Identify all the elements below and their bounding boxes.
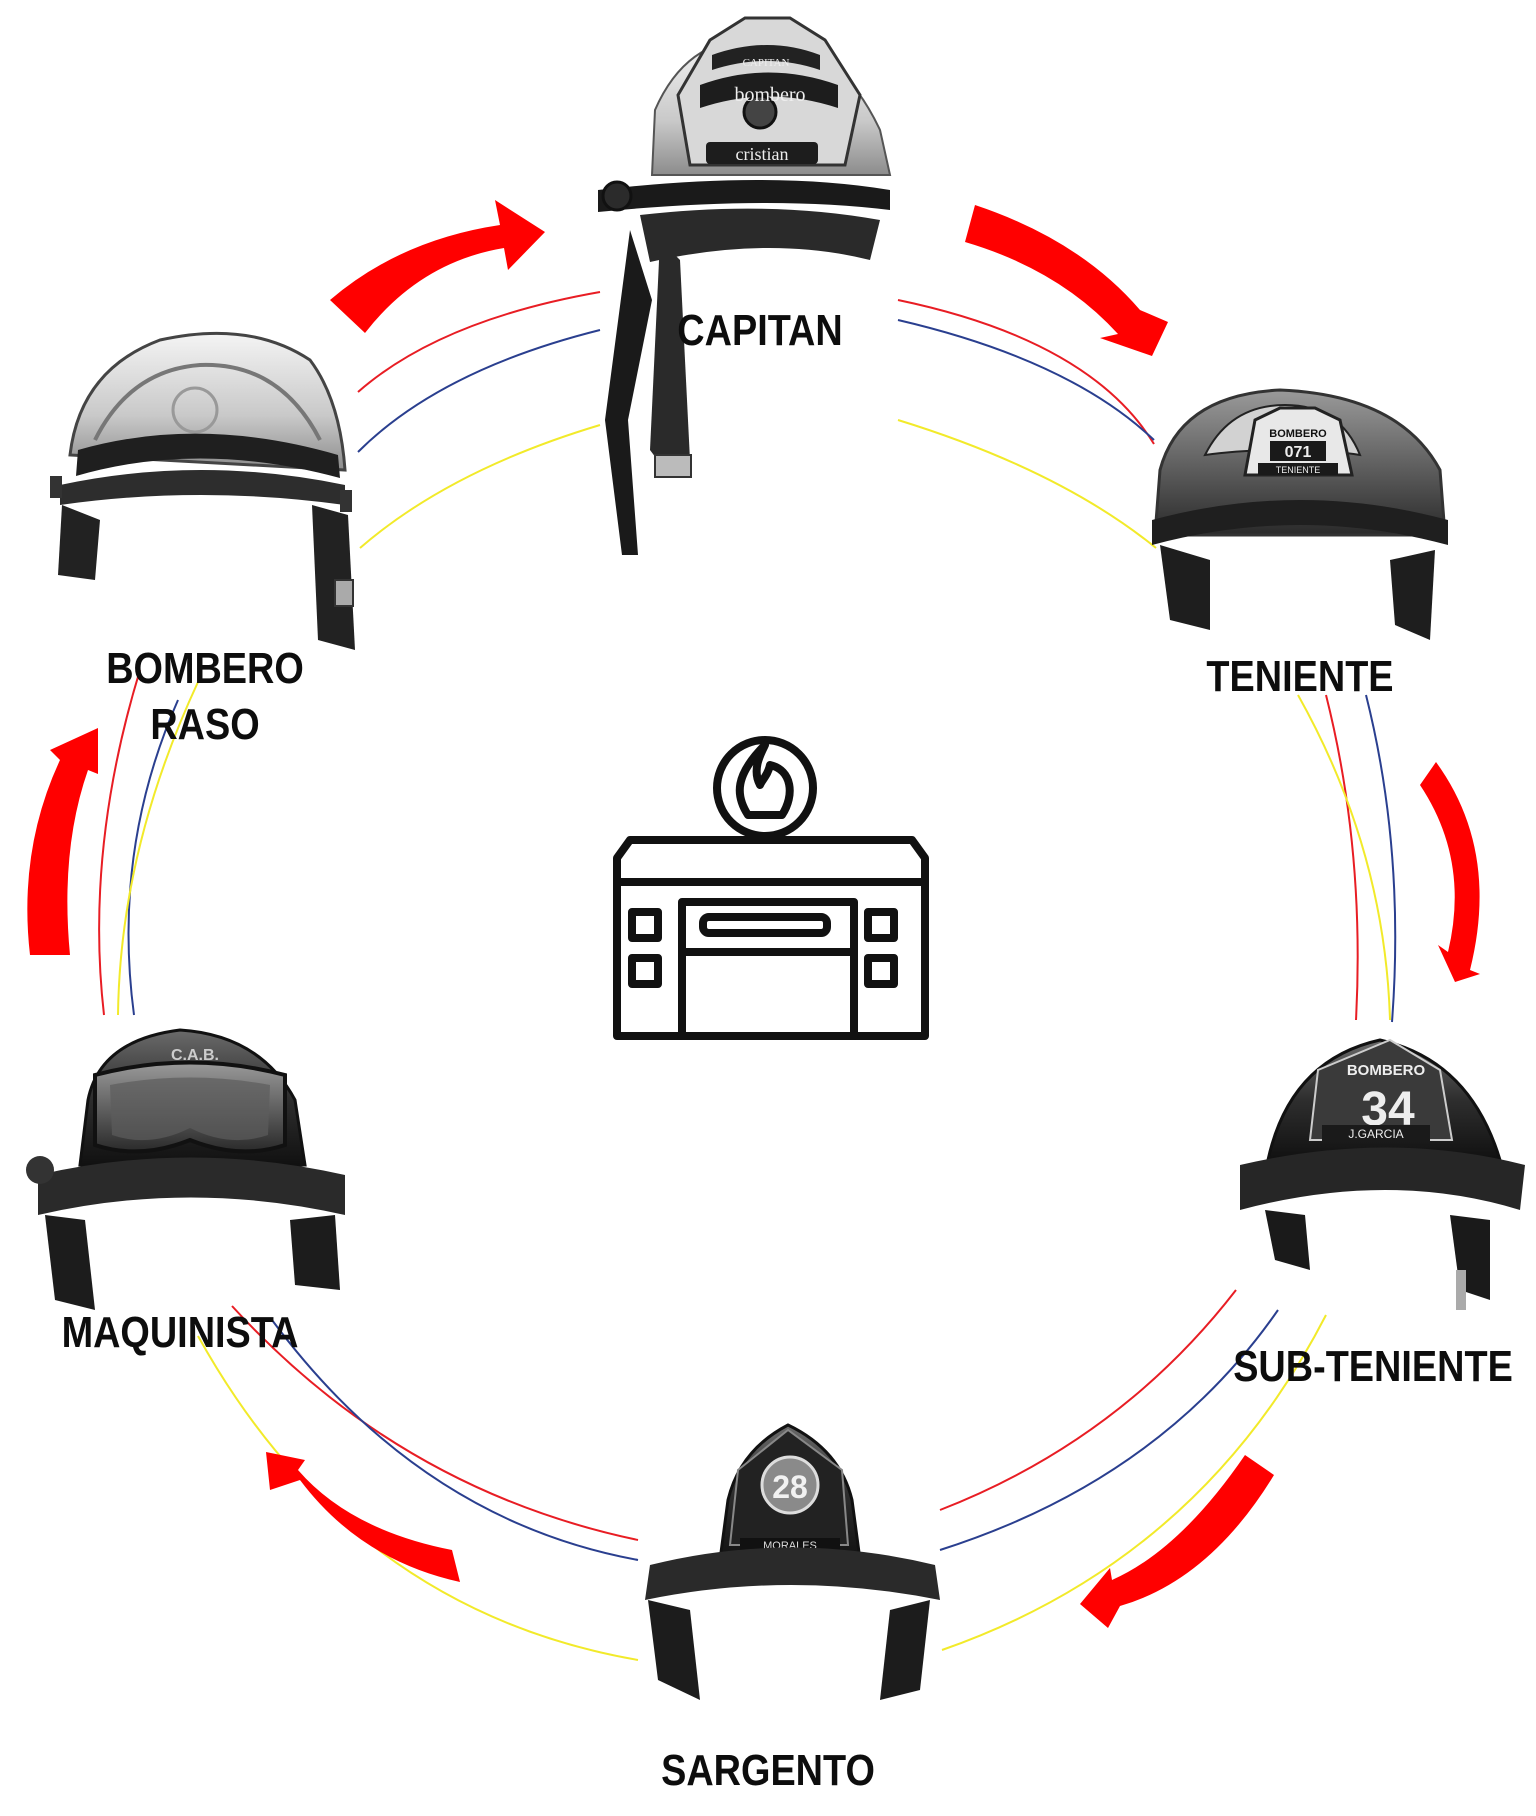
bombero-raso-helmet-icon xyxy=(50,333,355,650)
svg-text:071: 071 xyxy=(1285,444,1312,461)
rank-label-bombero-raso-line2: RASO xyxy=(98,697,313,753)
teniente-helmet-icon: BOMBERO 071 TENIENTE xyxy=(1152,390,1448,640)
connector-yellow xyxy=(360,425,600,548)
svg-text:bombero: bombero xyxy=(734,84,805,106)
svg-text:BOMBERO: BOMBERO xyxy=(1347,1062,1426,1079)
flow-arrow-sub-to-sargento xyxy=(1080,1455,1274,1628)
svg-text:C.A.B.: C.A.B. xyxy=(171,1047,219,1064)
flow-arrow-teniente-to-sub xyxy=(1420,762,1480,982)
rank-label-maquinista: MAQUINISTA xyxy=(60,1308,301,1358)
rank-label-sargento: SARGENTO xyxy=(648,1746,889,1796)
fire-station-icon xyxy=(617,740,925,1036)
connector-red xyxy=(358,292,600,392)
rank-label-bombero-raso-line1: BOMBERO xyxy=(98,641,313,697)
flow-arrow-capitan-to-teniente xyxy=(965,205,1168,356)
sargento-helmet-icon: 28 MORALES xyxy=(645,1425,940,1700)
svg-text:cristian: cristian xyxy=(736,144,789,164)
connector-yellow xyxy=(898,420,1156,548)
connector-red xyxy=(1326,695,1358,1020)
connector-blue xyxy=(272,1320,638,1560)
flow-arrow-maquinista-to-raso xyxy=(27,728,98,955)
maquinista-helmet-icon: C.A.B. xyxy=(26,1030,345,1310)
sub-teniente-helmet-icon: BOMBERO 34 J.GARCIA xyxy=(1240,1040,1525,1310)
rank-label-sub-teniente: SUB-TENIENTE xyxy=(1233,1342,1513,1392)
connector-blue xyxy=(358,330,600,452)
connector-yellow xyxy=(198,1336,638,1660)
svg-text:28: 28 xyxy=(772,1469,808,1505)
flow-arrow-sargento-to-maquinista xyxy=(266,1452,460,1582)
connector-blue xyxy=(1366,695,1395,1022)
svg-text:J.GARCIA: J.GARCIA xyxy=(1348,1127,1403,1141)
rank-label-teniente: TENIENTE xyxy=(1188,652,1412,702)
svg-text:TENIENTE: TENIENTE xyxy=(1276,465,1321,475)
svg-text:BOMBERO: BOMBERO xyxy=(1269,428,1327,440)
connector-red xyxy=(940,1290,1236,1510)
rank-label-bombero-raso: BOMBERO RASO xyxy=(98,641,313,753)
capitan-helmet-icon: CAPITAN bombero cristian xyxy=(598,18,890,555)
rank-label-capitan: CAPITAN xyxy=(640,306,881,356)
svg-text:CAPITAN: CAPITAN xyxy=(743,57,790,69)
